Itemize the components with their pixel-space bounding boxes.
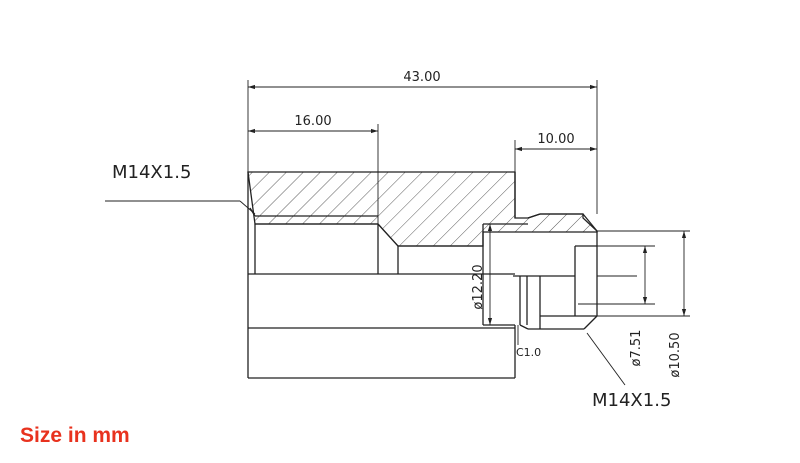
dim-chamfer: C1.0 bbox=[516, 346, 541, 359]
dim-outer-diameter: ø10.50 bbox=[668, 332, 683, 377]
right-spigot bbox=[482, 213, 598, 330]
leader-lines bbox=[105, 200, 626, 386]
dimension-lines bbox=[248, 84, 687, 325]
right-thread-label: M14X1.5 bbox=[592, 390, 671, 411]
dim-inner-diameter: ø7.51 bbox=[629, 330, 644, 367]
left-thread-label: M14X1.5 bbox=[112, 162, 191, 183]
dim-spigot-length: 10.00 bbox=[537, 132, 574, 147]
dim-bore-diameter: ø12.20 bbox=[471, 264, 486, 309]
hatched-section bbox=[247, 171, 598, 247]
dim-overall-length: 43.00 bbox=[403, 70, 440, 85]
dim-thread-depth: 16.00 bbox=[294, 114, 331, 129]
body-outline bbox=[247, 172, 516, 379]
units-caption: Size in mm bbox=[20, 424, 130, 447]
